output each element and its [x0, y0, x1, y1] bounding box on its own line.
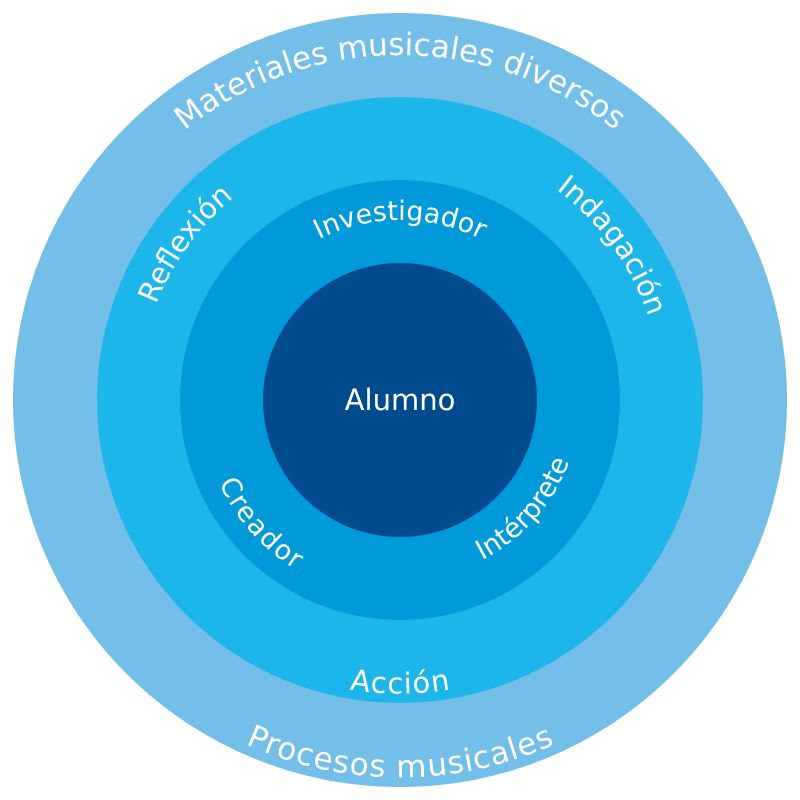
- ring-core: [263, 263, 537, 537]
- label-alumno: Alumno: [345, 383, 456, 417]
- label-accion-text: Acción: [349, 663, 452, 701]
- label-accion: Acción: [349, 663, 452, 701]
